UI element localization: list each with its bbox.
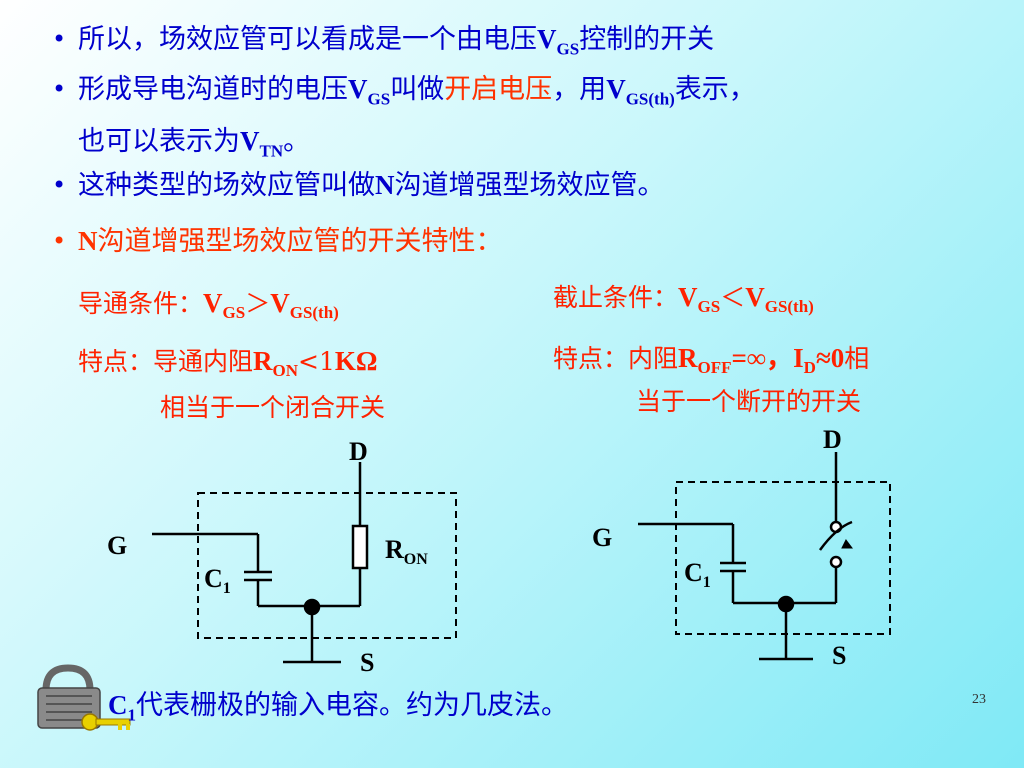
on-condition-label: 导通条件： (78, 289, 204, 318)
bullet-dot: • (52, 75, 67, 103)
r-symbol: R (253, 346, 273, 376)
capacitor-label-left: C1 (204, 564, 231, 597)
vgs-subscript: GS (697, 297, 721, 316)
on-feature-line2: 相当于一个闭合开关 (160, 393, 386, 422)
bullet-4-text: 沟道增强型场效应管的开关特性： (97, 226, 503, 257)
bullet-1-text: 所以，场效应管可以看成是一个由电压 (78, 24, 537, 55)
bullet-dot: • (52, 25, 67, 53)
off-feature: 特点：内阻ROFF=∞，ID≈0相 (553, 336, 869, 378)
footer-text: 代表栅极的输入电容。约为几皮法。 (136, 690, 568, 721)
bullet-2-text-d: 表示， (674, 74, 756, 105)
vtn-symbol: V (240, 126, 260, 157)
bullet-1-text-end: 控制的开关 (579, 24, 715, 55)
source-label-left: S (360, 648, 374, 677)
vgsth-symbol: V (745, 282, 765, 312)
junction-node-left (303, 598, 321, 616)
off-feature-text: 特点：内阻 (553, 344, 679, 373)
on-feature: 特点：导通内阻RON<1KΩ (78, 342, 378, 381)
less-than-value: <1 (298, 347, 335, 376)
vgsth-symbol: V (270, 288, 290, 318)
bullet-dot: • (52, 227, 67, 255)
id-symbol: I (793, 343, 804, 373)
bullet-2-text-b: 叫做 (390, 74, 445, 105)
gate-label-left: G (107, 531, 127, 560)
on-condition: 导通条件：VGS＞VGS(th) (78, 284, 339, 323)
c-subscript: 1 (703, 574, 711, 591)
n-symbol: N (78, 226, 98, 256)
circuit-closed-switch (152, 462, 457, 664)
vgs-symbol: V (348, 74, 368, 104)
vgs-subscript: GS (556, 39, 580, 59)
c-symbol: C (108, 690, 128, 720)
capacitor-label-right: C1 (684, 558, 711, 591)
c-subscript: 1 (223, 580, 231, 597)
c-symbol: C (204, 564, 223, 593)
ron-subscript: ON (404, 551, 428, 568)
junction-node-right (777, 595, 795, 613)
vgs-subscript: GS (222, 303, 246, 322)
vgsth-symbol: V (606, 74, 626, 104)
bullet-2: • 形成导电沟道时的电压VGS叫做开启电压，用VGS(th)表示， 也可以表示为… (52, 70, 756, 171)
switch-contact-bottom (829, 555, 843, 569)
bullet-3: • 这种类型的场效应管叫做N沟道增强型场效应管。 (52, 166, 665, 205)
ron-subscript: ON (272, 361, 299, 380)
approx-zero: ≈0 (815, 343, 845, 373)
mosfet-boundary-right (675, 481, 891, 635)
bullet-2-text-f: 。 (283, 126, 311, 158)
bullet-3-text-end: 沟道增强型场效应管。 (394, 170, 665, 201)
drain-label-right: D (823, 425, 842, 454)
resistor-ron (351, 524, 369, 570)
source-label-right: S (832, 641, 846, 670)
switch-arrow (841, 539, 853, 549)
r-symbol: R (385, 535, 404, 564)
kohm-unit: KΩ (334, 346, 378, 376)
threshold-voltage-term: 开启电压 (444, 74, 553, 105)
vgsth-subscript: GS(th) (625, 89, 675, 109)
c-symbol: C (684, 558, 703, 587)
roff-subscript: OFF (697, 358, 732, 377)
bullet-2-text-e: 也可以表示为 (78, 126, 240, 158)
infinity-value: =∞， (731, 343, 794, 373)
off-feature-line2: 当于一个断开的开关 (636, 387, 862, 416)
footer-note: C1代表栅极的输入电容。约为几皮法。 (108, 686, 568, 734)
vgsth-subscript: GS(th) (289, 303, 339, 322)
c-subscript: 1 (127, 705, 137, 725)
less-than: ＜ (720, 283, 746, 312)
vgs-subscript: GS (367, 89, 391, 109)
r-symbol: R (678, 343, 698, 373)
gate-label-right: G (592, 523, 612, 552)
bullet-dot: • (52, 171, 67, 199)
off-feature-tail: 相 (844, 344, 870, 373)
bullet-2-text-c: ，用 (552, 74, 607, 105)
switch-blade (818, 520, 853, 551)
greater-than: ＞ (245, 289, 271, 318)
bullet-1: • 所以，场效应管可以看成是一个由电压VGS控制的开关 (52, 20, 714, 68)
vgsth-subscript: GS(th) (764, 297, 814, 316)
page-number: 23 (972, 692, 986, 707)
vgs-symbol: V (203, 288, 223, 318)
bullet-2-text: 形成导电沟道时的电压 (78, 74, 348, 105)
vgs-symbol: V (678, 282, 698, 312)
off-condition: 截止条件：VGS＜VGS(th) (553, 278, 814, 317)
mosfet-boundary-left (197, 492, 457, 639)
ron-label: RON (385, 535, 428, 568)
id-subscript: D (803, 358, 816, 377)
padlock-key-icon (37, 664, 131, 731)
n-symbol: N (375, 170, 395, 200)
vgs-symbol: V (537, 24, 557, 54)
on-feature-text: 特点：导通内阻 (78, 347, 254, 376)
bullet-3-text: 这种类型的场效应管叫做 (78, 170, 375, 201)
drain-label-left: D (349, 437, 368, 466)
vtn-subscript: TN (259, 141, 284, 161)
bullet-4: • N沟道增强型场效应管的开关特性： (52, 222, 503, 261)
off-condition-label: 截止条件： (553, 283, 679, 312)
circuit-open-switch (638, 452, 891, 661)
